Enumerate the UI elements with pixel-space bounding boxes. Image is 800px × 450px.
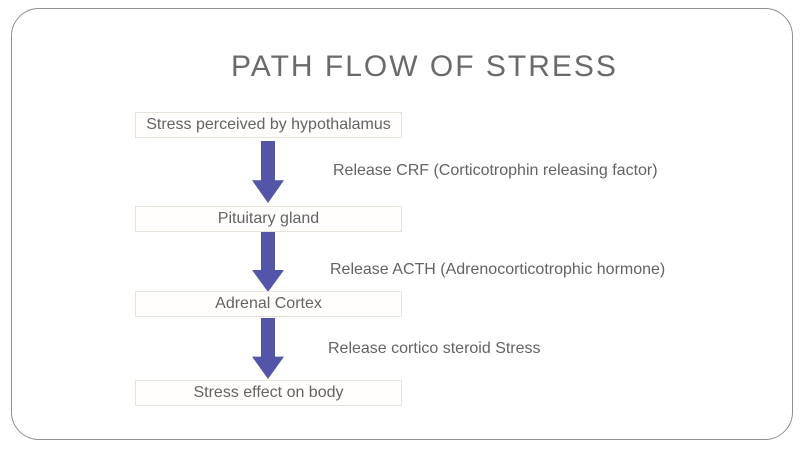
transition-label-acth: Release ACTH (Adrenocorticotrophic hormo…	[330, 261, 666, 278]
transition-label-cortico-steroid: Release cortico steroid Stress	[328, 340, 541, 357]
flow-step-label: Pituitary gland	[217, 210, 320, 227]
down-arrow-icon	[252, 232, 284, 292]
slide-title: PATH FLOW OF STRESS	[231, 50, 618, 83]
flow-step-label: Adrenal Cortex	[215, 295, 322, 312]
down-arrow-icon	[252, 318, 284, 379]
flow-step-adrenal-cortex: Adrenal Cortex	[135, 291, 402, 317]
flow-step-label: Stress effect on body	[193, 384, 344, 401]
flow-step-hypothalamus: Stress perceived by hypothalamus	[135, 112, 402, 138]
down-arrow-icon	[252, 141, 284, 203]
flow-step-label: Stress perceived by hypothalamus	[146, 116, 391, 133]
transition-label-crf: Release CRF (Corticotrophin releasing fa…	[333, 162, 658, 179]
slide-border-frame	[11, 8, 793, 440]
flow-step-pituitary-gland: Pituitary gland	[135, 206, 402, 232]
flow-step-stress-effect: Stress effect on body	[135, 380, 402, 406]
